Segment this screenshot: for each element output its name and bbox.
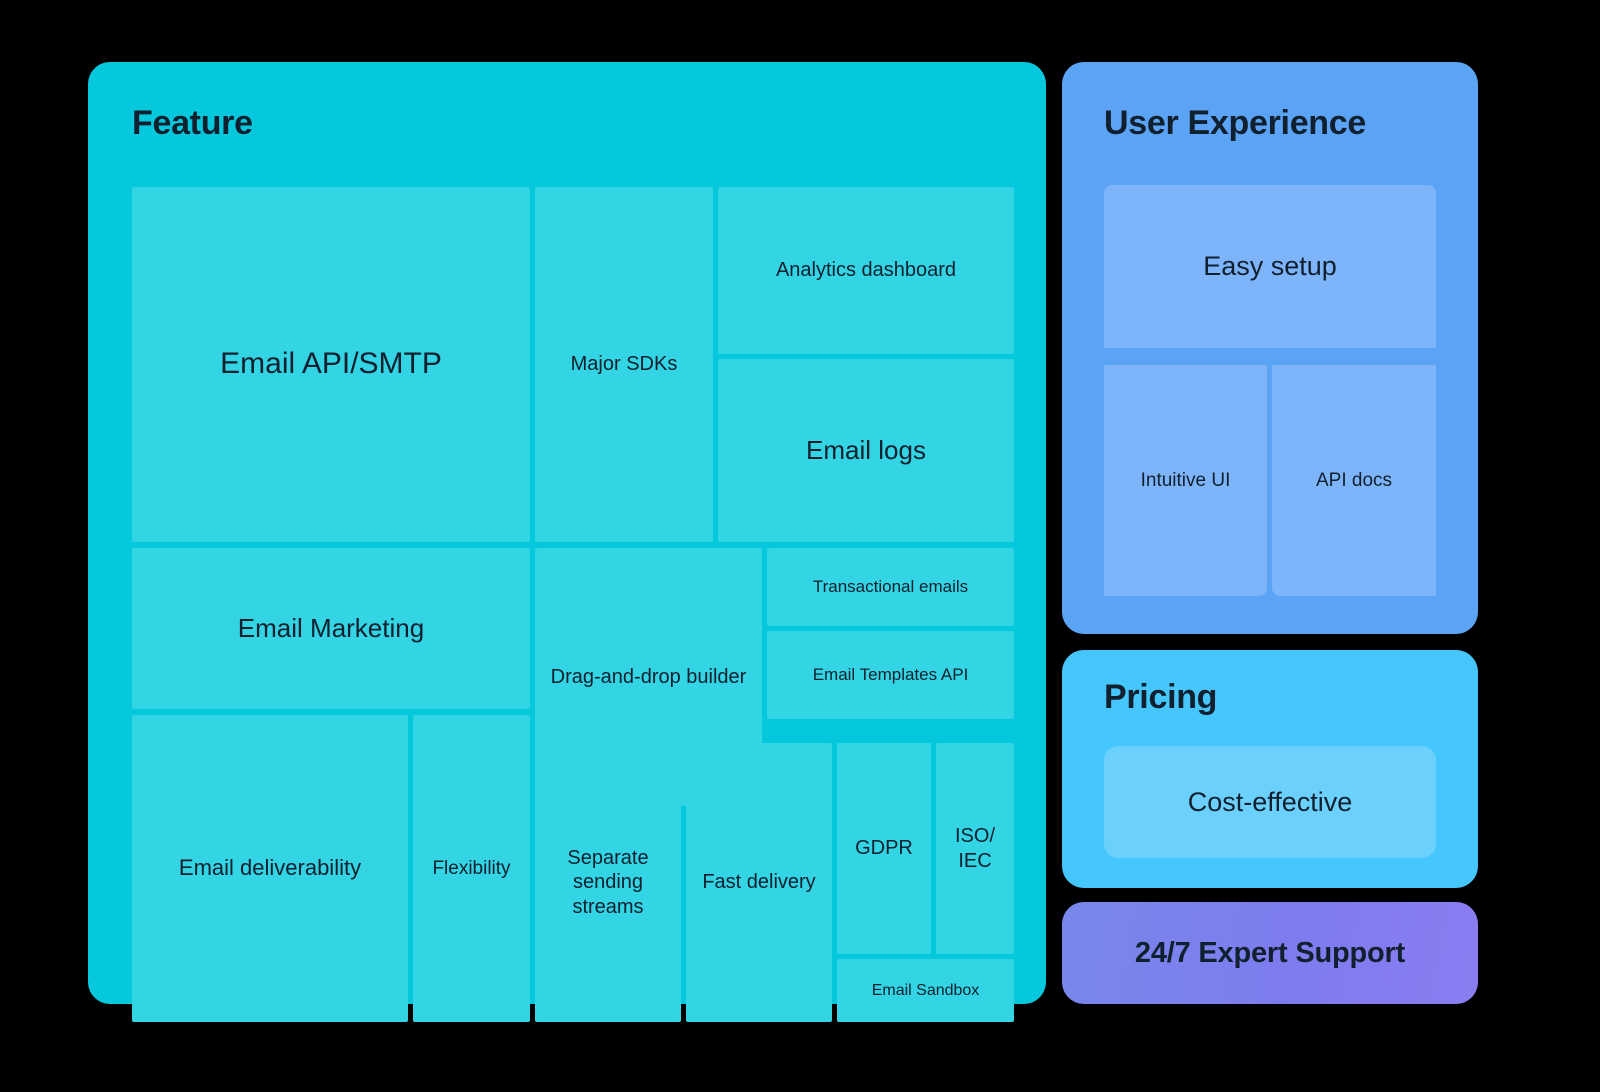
support-panel-title: 24/7 Expert Support — [1134, 936, 1406, 969]
feature-panel-title: Feature — [132, 104, 253, 142]
tile-transactional-emails[interactable]: Transactional emails — [767, 548, 1014, 626]
tile-label: GDPR — [855, 837, 913, 860]
tile-label: Fast delivery — [702, 871, 816, 894]
tile-major-sdks[interactable]: Major SDKs — [535, 187, 713, 542]
tile-email-marketing[interactable]: Email Marketing — [132, 548, 530, 709]
tile-email-deliverability[interactable]: Email deliverability — [132, 715, 408, 1022]
tile-email-sandbox[interactable]: Email Sandbox — [837, 959, 1014, 1022]
tile-label: Email API/SMTP — [220, 347, 442, 381]
tile-gdpr[interactable]: GDPR — [837, 743, 931, 954]
tile-label: Email Templates API — [812, 664, 969, 684]
tile-label: Email deliverability — [178, 855, 362, 881]
tile-email-templates-api[interactable]: Email Templates API — [767, 631, 1014, 719]
tile-label: Email Sandbox — [871, 981, 980, 999]
tile-label: Drag-and-drop builder — [550, 665, 747, 688]
tile-api-docs[interactable]: API docs — [1272, 365, 1436, 596]
feature-panel: Feature Email API/SMTP Major SDKs Analyt… — [88, 62, 1046, 1022]
tile-label: Separate sending streams — [567, 846, 649, 918]
tile-flexibility[interactable]: Flexibility — [413, 715, 530, 1022]
tile-label: API docs — [1315, 469, 1393, 491]
tile-label: Cost-effective — [1187, 786, 1353, 817]
tile-cost-effective[interactable]: Cost-effective — [1104, 746, 1436, 858]
tile-label: Easy setup — [1203, 251, 1337, 282]
pricing-panel-title: Pricing — [1104, 678, 1218, 716]
tile-label: Intuitive UI — [1140, 469, 1231, 491]
tile-label: Analytics dashboard — [775, 259, 957, 282]
tile-label: Transactional emails — [812, 576, 969, 596]
tile-email-api-smtp[interactable]: Email API/SMTP — [132, 187, 530, 542]
tile-iso-iec[interactable]: ISO/ IEC — [936, 743, 1014, 954]
tile-intuitive-ui[interactable]: Intuitive UI — [1104, 365, 1267, 596]
tile-fast-delivery[interactable]: Fast delivery — [686, 743, 832, 1022]
tile-easy-setup[interactable]: Easy setup — [1104, 185, 1436, 348]
tile-label: Flexibility — [432, 857, 511, 879]
tile-label: Email logs — [806, 434, 926, 465]
user-experience-panel: User Experience Easy setup Intuitive UI … — [1062, 62, 1478, 634]
tile-label: Email Marketing — [237, 612, 425, 643]
tile-separate-sending-streams[interactable]: Separate sending streams — [535, 743, 681, 1022]
tile-analytics-dashboard[interactable]: Analytics dashboard — [718, 187, 1014, 354]
support-panel[interactable]: 24/7 Expert Support — [1062, 902, 1478, 1004]
pricing-panel: Pricing Cost-effective — [1062, 650, 1478, 888]
tile-label: Major SDKs — [570, 353, 678, 376]
user-experience-panel-title: User Experience — [1104, 104, 1366, 142]
tile-email-logs[interactable]: Email logs — [718, 359, 1014, 542]
tile-label: ISO/ IEC — [954, 825, 995, 872]
